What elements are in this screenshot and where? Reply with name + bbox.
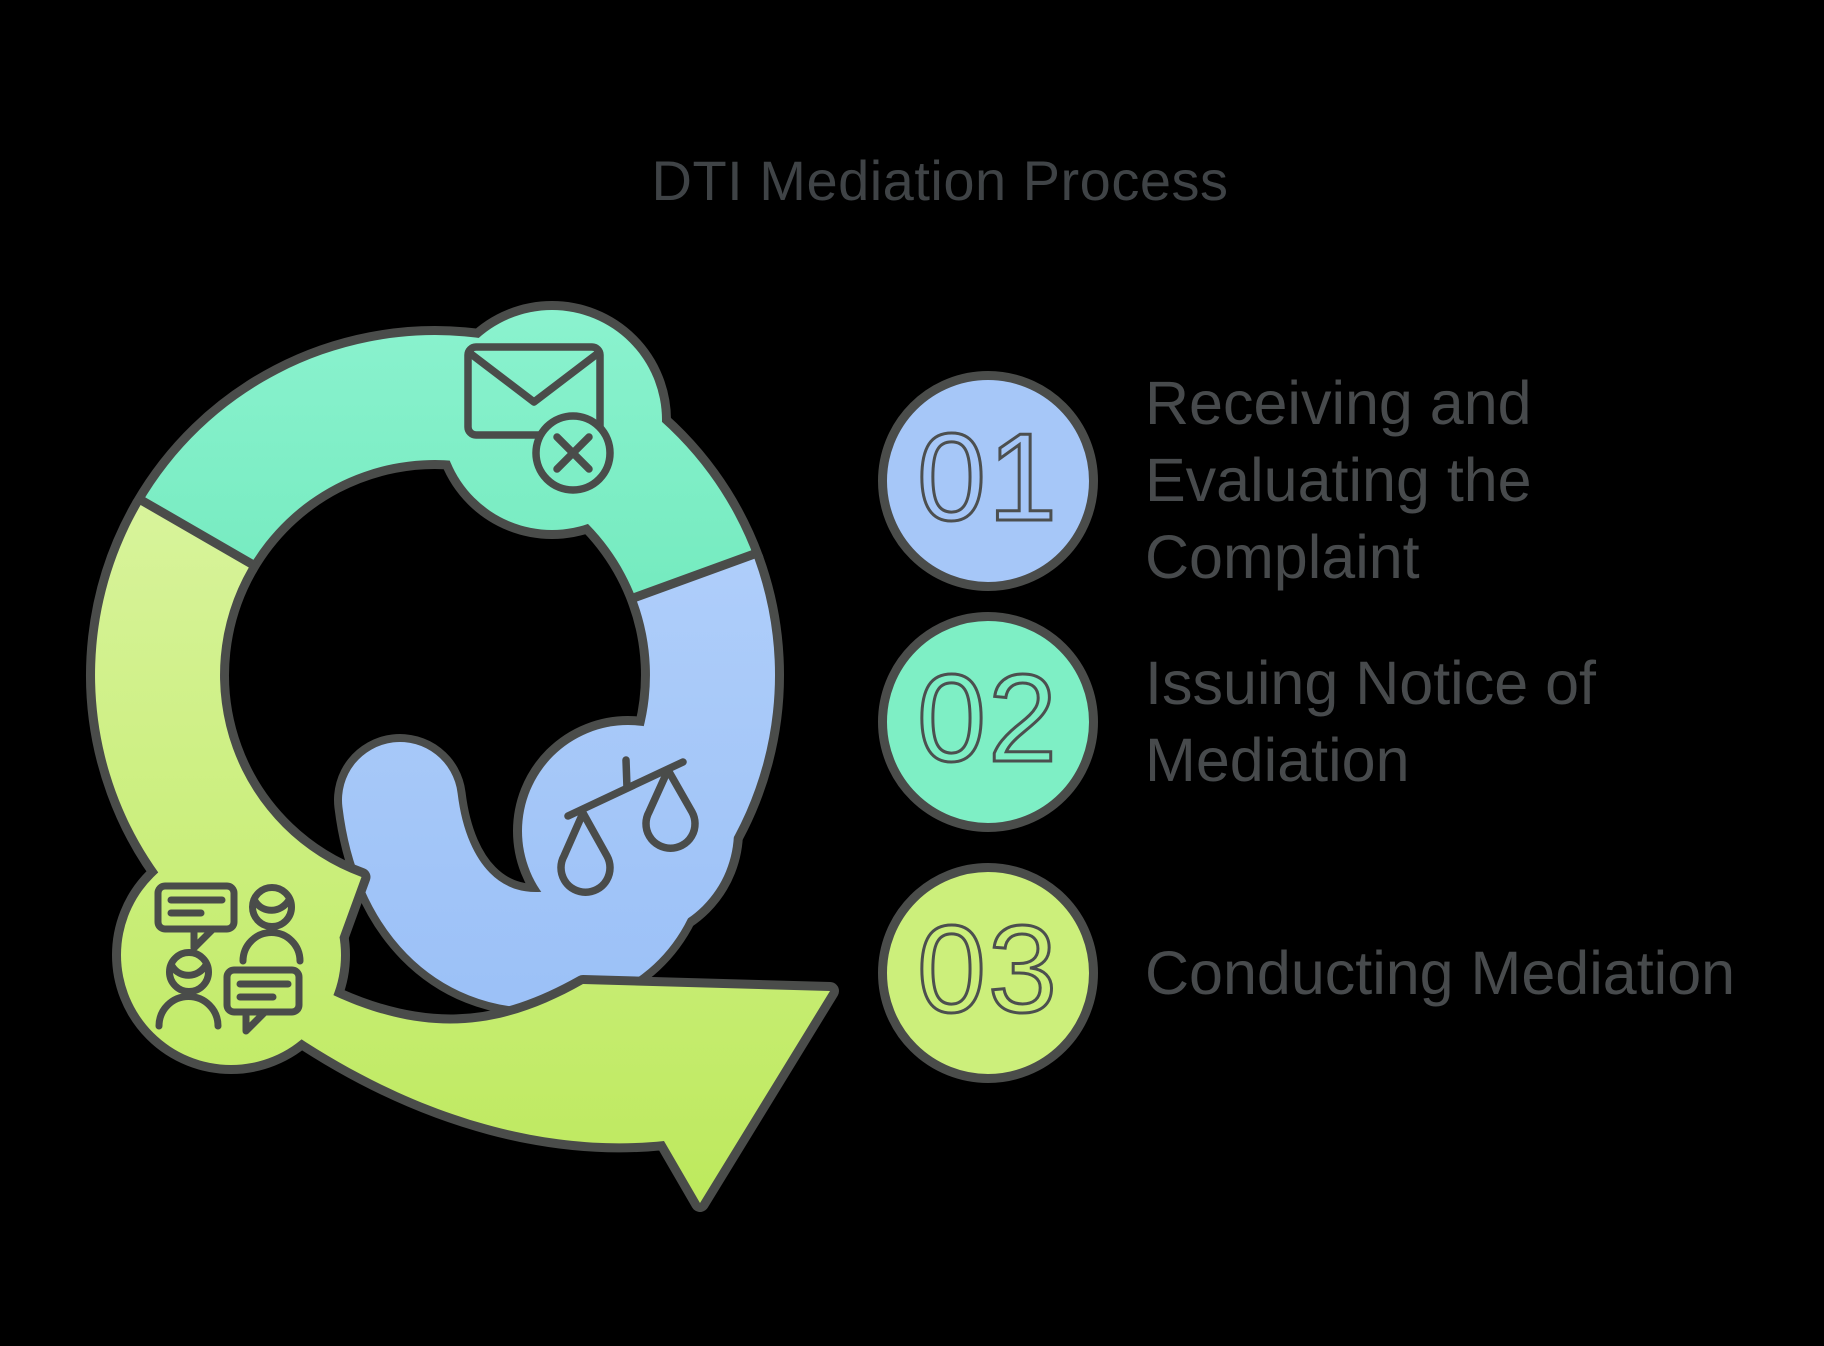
step-1-label: Receiving and Evaluating the Complaint <box>1145 369 1532 591</box>
step-3-label: Conducting Mediation <box>1145 938 1736 1007</box>
step-1-number: 01 <box>916 408 1059 547</box>
step-3-badge: 03 <box>878 863 1098 1083</box>
step-2-badge: 02 <box>878 612 1098 832</box>
step-3-number: 03 <box>916 901 1059 1039</box>
person-body-icon <box>155 993 222 1030</box>
step-1-badge: 01 <box>878 370 1098 591</box>
rejected-mail-icon <box>464 343 614 494</box>
balance-scale-icon <box>557 756 699 896</box>
person-head-icon <box>166 949 212 995</box>
group-discussion-icon <box>154 882 304 1035</box>
person-head-icon <box>249 884 295 930</box>
person-body-icon <box>239 929 304 965</box>
step-row-2: 02 Issuing Notice of Mediation <box>878 612 1745 832</box>
blue-segment <box>334 549 785 1016</box>
page-title: DTI Mediation Process <box>651 149 1229 212</box>
step-row-3: 03 Conducting Mediation <box>878 863 1745 1083</box>
step-row-1: 01 Receiving and Evaluating the Complain… <box>878 365 1745 596</box>
lime-segment <box>86 496 839 1212</box>
step-2-label: Issuing Notice of Mediation <box>1145 649 1596 794</box>
step-2-number: 02 <box>916 650 1059 788</box>
